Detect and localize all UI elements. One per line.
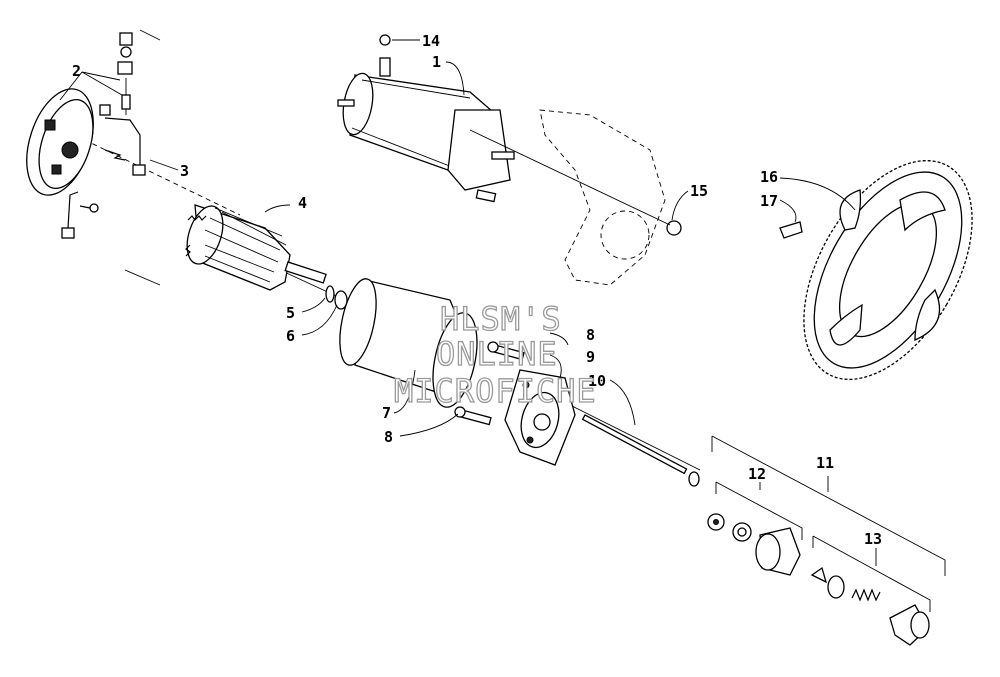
armature xyxy=(185,204,327,291)
callout-3: 3 xyxy=(180,162,189,180)
callout-1: 1 xyxy=(432,53,441,71)
callout-17: 17 xyxy=(760,192,778,210)
callout-2: 2 xyxy=(72,62,81,80)
assembly-centerline xyxy=(59,29,701,471)
callout-7: 7 xyxy=(382,404,391,422)
watermark-line-2: ONLINE xyxy=(436,335,558,373)
callout-16: 16 xyxy=(760,168,778,186)
callout-8-upper: 8 xyxy=(586,326,595,344)
group-brackets xyxy=(711,435,946,612)
callout-11: 11 xyxy=(816,454,834,472)
mounting-bracket xyxy=(469,109,682,286)
watermark-line-1: HLSM'S xyxy=(440,300,562,338)
starter-motor-assembly xyxy=(337,34,515,203)
drive-pinion-group xyxy=(707,513,930,646)
callout-15: 15 xyxy=(690,182,708,200)
callout-10: 10 xyxy=(588,372,606,390)
callout-6: 6 xyxy=(286,327,295,345)
drive-end-frame xyxy=(504,369,576,466)
through-bolt xyxy=(581,414,700,487)
callout-13: 13 xyxy=(864,530,882,548)
watermark: HLSM'S ONLINE MICROFICHE xyxy=(393,299,597,410)
callout-9: 9 xyxy=(586,348,595,366)
callout-12: 12 xyxy=(748,465,766,483)
callout-8-lower: 8 xyxy=(384,428,393,446)
callout-4: 4 xyxy=(298,194,307,212)
washers-5-6 xyxy=(325,285,348,310)
leader-lines xyxy=(59,39,856,437)
callout-5: 5 xyxy=(286,304,295,322)
through-screws-8 xyxy=(454,341,525,426)
end-cap-brush-plate xyxy=(26,32,146,239)
callout-14: 14 xyxy=(422,32,440,50)
callout-labels: 1 2 3 4 5 6 7 8 8 9 10 11 12 13 14 15 16… xyxy=(72,32,882,548)
watermark-line-3: MICROFICHE xyxy=(394,372,597,410)
ring-gear xyxy=(779,160,973,380)
motor-yoke-housing xyxy=(339,278,478,408)
